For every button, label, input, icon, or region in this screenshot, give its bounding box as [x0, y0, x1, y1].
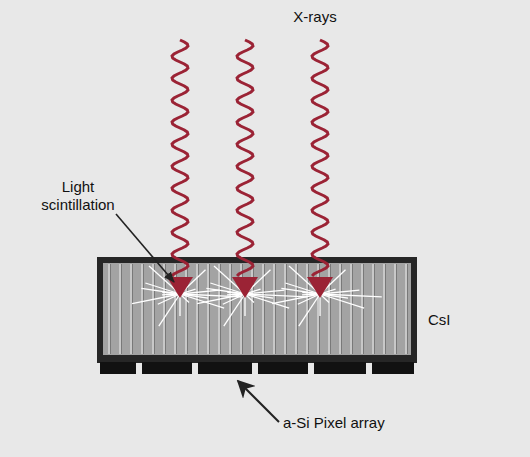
needle-shadow [385, 264, 386, 354]
needle-line [130, 264, 131, 354]
needle-line [350, 264, 351, 354]
needle-line [119, 264, 120, 354]
light-ray [197, 294, 245, 304]
leader-line [116, 214, 174, 282]
csi-housing [97, 257, 417, 363]
needle-shadow [220, 264, 221, 354]
needle-shadow [264, 264, 265, 354]
needle-line [361, 264, 362, 354]
light-ray [158, 294, 180, 304]
needle-shadow [143, 264, 144, 354]
needle-shadow [121, 264, 122, 354]
needle-line [284, 264, 285, 354]
needle-line [394, 264, 395, 354]
needle-line [108, 264, 109, 354]
leader-arrow [238, 381, 279, 422]
needle-shadow [275, 264, 276, 354]
needle-shadow [407, 264, 408, 354]
pixel-pad [372, 362, 414, 374]
needle-line [339, 264, 340, 354]
xray-wave [237, 40, 253, 276]
xray-beams [167, 40, 333, 298]
light-ray [141, 288, 180, 294]
beam-label: X-rays [285, 8, 345, 26]
light-ray [298, 294, 320, 304]
needle-shadow [209, 264, 210, 354]
needle-shadow [341, 264, 342, 354]
part-label: CsI [428, 311, 478, 329]
csi-needles [109, 264, 408, 354]
xray-arrowhead [307, 277, 333, 298]
needle-line [229, 264, 230, 354]
light-ray [180, 294, 224, 308]
light-ray [272, 294, 320, 304]
part-label: a-Si Pixel array [283, 414, 443, 432]
needle-line [273, 264, 274, 354]
needle-shadow [132, 264, 133, 354]
needle-line [218, 264, 219, 354]
needle-shadow [374, 264, 375, 354]
needle-shadow [352, 264, 353, 354]
needle-shadow [110, 264, 111, 354]
needle-shadow [363, 264, 364, 354]
needle-line [383, 264, 384, 354]
needle-line [152, 264, 153, 354]
needle-line [405, 264, 406, 354]
xray-wave [172, 40, 188, 276]
light-ray [281, 288, 320, 294]
needle-line [141, 264, 142, 354]
needle-shadow [154, 264, 155, 354]
light-ray [245, 290, 284, 294]
xray-arrowhead [232, 277, 258, 298]
xray-wave [312, 40, 328, 276]
needle-shadow [286, 264, 287, 354]
needle-shadow [231, 264, 232, 354]
pixel-pad [314, 362, 366, 374]
light-ray [223, 294, 245, 304]
pixel-pad [198, 362, 252, 374]
needle-shadow [165, 264, 166, 354]
scintillation-light [132, 266, 382, 326]
needle-line [295, 264, 296, 354]
pixel-pad [258, 362, 308, 374]
pixel-pad [100, 362, 136, 374]
needle-line [372, 264, 373, 354]
xray-arrowhead [167, 277, 193, 298]
needle-shadow [396, 264, 397, 354]
csi-crystal [103, 263, 411, 355]
needle-line [207, 264, 208, 354]
light-ray [132, 294, 180, 304]
light-ray [320, 294, 364, 308]
callout-label: Light scintillation [28, 178, 128, 214]
pixel-pad [142, 362, 192, 374]
light-ray [180, 290, 219, 294]
light-ray [206, 288, 245, 294]
light-ray [320, 290, 359, 294]
needle-shadow [297, 264, 298, 354]
pixel-array [100, 362, 414, 374]
needle-line [163, 264, 164, 354]
